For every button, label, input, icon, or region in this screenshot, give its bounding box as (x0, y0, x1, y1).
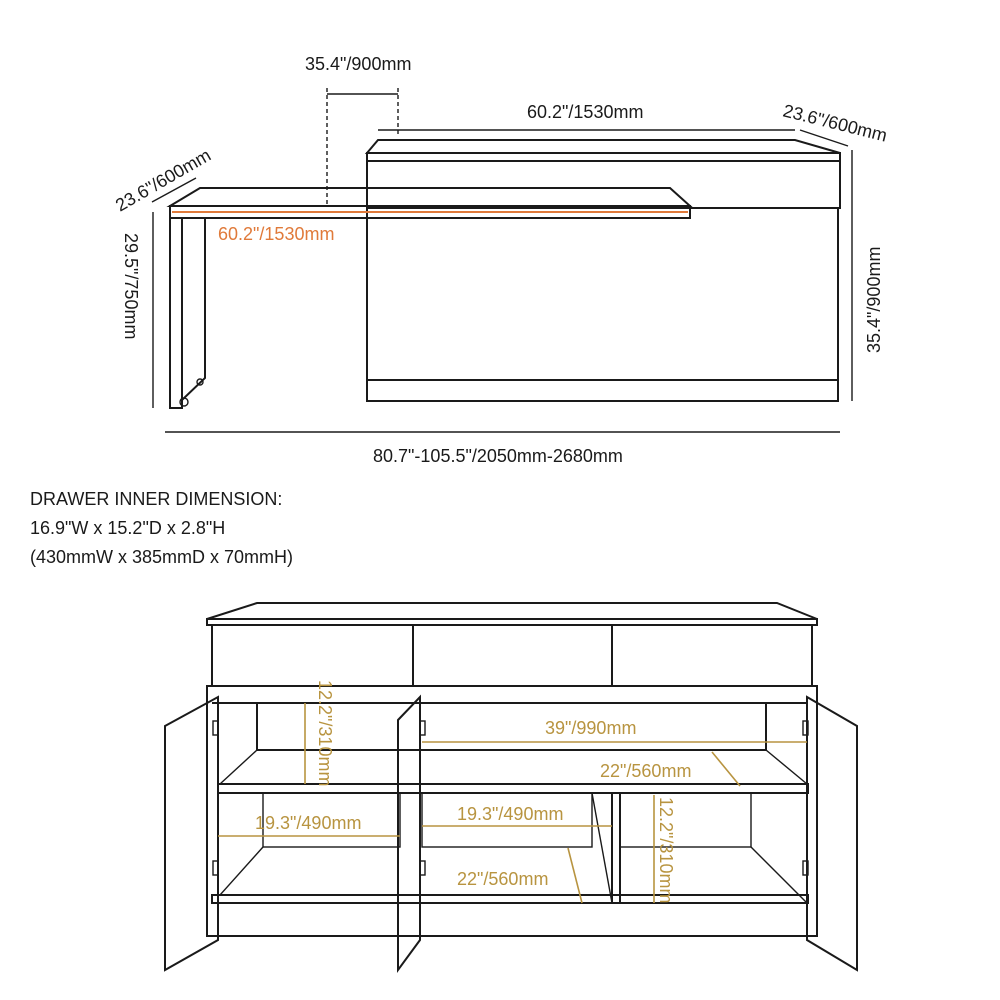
door-right (806, 695, 858, 972)
desk-wheel-rear (196, 378, 204, 386)
lower-mid-right-edge (591, 792, 613, 904)
cabinet-upper-block (366, 160, 841, 209)
door-middle (397, 694, 421, 974)
drawer-note-metric: (430mmW x 385mmD x 70mmH) (30, 547, 294, 567)
lower-right-back (619, 792, 752, 848)
cabinet-body (366, 207, 839, 402)
label-cabinet-depth: 23.6"/600mm (781, 100, 889, 145)
label-desk-width: 60.2"/1530mm (218, 224, 334, 244)
hinge-icon (419, 860, 426, 876)
drawer-row (211, 624, 813, 687)
label-lower-mid-width: 19.3"/490mm (457, 804, 563, 824)
sideboard-top-face (206, 602, 818, 620)
desk-cabinet-drawing (166, 139, 841, 409)
lower-right-floor-edge (750, 846, 808, 904)
cabinet-top-edge (366, 152, 841, 162)
label-upper-width: 39"/990mm (545, 718, 636, 738)
desk-top-face (166, 187, 693, 207)
label-total-width: 80.7"-105.5"/2050mm-2680mm (373, 446, 623, 466)
upper-shelf-left-edge (219, 749, 258, 785)
desk-wheel (179, 397, 189, 407)
label-lower-left-width: 19.3"/490mm (255, 813, 361, 833)
upper-shelf-right-edge (765, 749, 808, 785)
lower-left-back (262, 792, 401, 848)
middle-shelf (217, 783, 809, 794)
interior-dimension-lines (218, 703, 807, 904)
lower-mid-back (421, 792, 593, 848)
cabinet-top-face (364, 139, 841, 154)
dim-line-desk-depth (151, 177, 197, 203)
desk-top-edge (169, 205, 691, 219)
desk-leg-front (169, 218, 183, 409)
label-upper-height: 12.2"/310mm (315, 680, 335, 786)
door-left (164, 695, 219, 972)
drawer-note-imperial: 16.9"W x 15.2"D x 2.8"H (30, 518, 226, 538)
upper-back-wall (256, 703, 767, 751)
hinge-icon (419, 720, 426, 736)
hinge-icon (212, 720, 219, 736)
desk-leg-side (181, 218, 206, 401)
hinge-icon (802, 720, 809, 736)
lower-left-floor-edge (219, 846, 264, 896)
dim-line-cabinet-depth (799, 129, 849, 147)
sideboard-drawing (164, 602, 858, 974)
label-desk-height: 29.5"/750mm (121, 233, 141, 339)
bottom-shelf (211, 894, 809, 904)
label-upper-depth: 22"/560mm (600, 761, 691, 781)
label-extension-offset: 35.4"/900mm (305, 54, 411, 74)
label-lower-right-height: 12.2"/310mm (656, 797, 676, 903)
dim-upper-depth (711, 751, 741, 787)
label-lower-depth: 22"/560mm (457, 869, 548, 889)
top-dimension-lines (151, 88, 853, 433)
sideboard-body (206, 685, 818, 937)
drawer-note-title: DRAWER INNER DIMENSION: (30, 489, 283, 509)
label-desk-depth: 23.6"/600mm (112, 145, 214, 216)
lower-divider (611, 792, 621, 904)
hinge-icon (212, 860, 219, 876)
hinge-icon (802, 860, 809, 876)
label-cabinet-height: 35.4"/900mm (864, 247, 884, 353)
dim-lower-depth (567, 847, 583, 904)
label-cabinet-width: 60.2"/1530mm (527, 102, 643, 122)
